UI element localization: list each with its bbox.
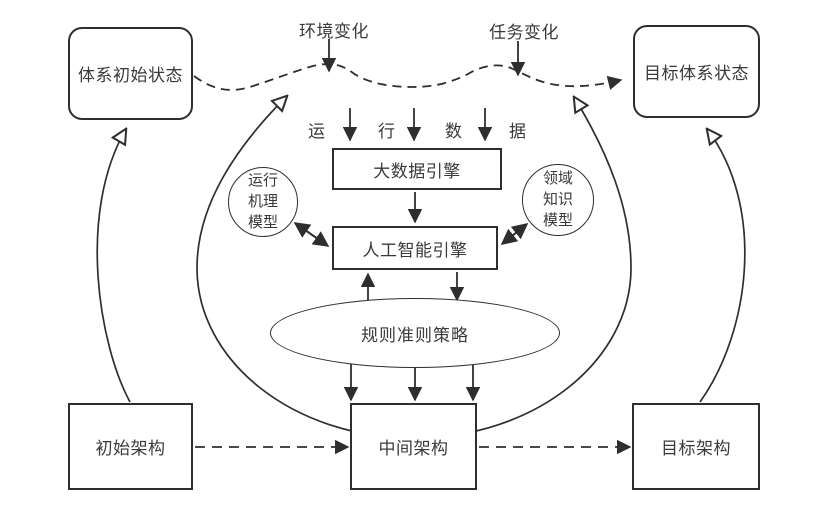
node-ai-engine: 人工智能引擎 (332, 226, 498, 270)
node-domain-model: 领域 知识 模型 (522, 164, 594, 236)
big-data-engine-label: 大数据引擎 (373, 161, 461, 181)
run-data-char-3: 数 (445, 122, 462, 141)
task-change-label: 任务变化 (489, 23, 559, 42)
initial-architecture-label: 初始架构 (95, 439, 166, 458)
node-target-state: 目标体系状态 (633, 25, 760, 118)
middle-architecture-label: 中间架构 (378, 439, 449, 458)
initial-arch-to-initial-state-curve (96, 129, 131, 403)
target-architecture-label: 目标架构 (661, 439, 731, 458)
ai-engine-label: 人工智能引擎 (362, 240, 468, 260)
node-middle-architecture: 中间架构 (350, 403, 477, 490)
domain-model-line3: 模型 (542, 212, 573, 229)
mechanism-model-line3: 模型 (247, 214, 278, 231)
node-mechanism-model: 运行 机理 模型 (228, 167, 298, 237)
run-data-char-1: 运 (308, 122, 325, 141)
domain-model-line2: 知识 (542, 191, 573, 208)
mechanism-ai-double-arrow (293, 222, 330, 247)
initial-state-label: 体系初始状态 (78, 66, 183, 85)
run-data-char-4: 据 (509, 122, 526, 141)
node-big-data-engine: 大数据引擎 (332, 148, 502, 190)
env-change-label: 环境变化 (299, 22, 369, 41)
target-state-label: 目标体系状态 (644, 64, 749, 83)
domain-model-line1: 领域 (542, 170, 573, 187)
wavy-boundary-dashed-line (193, 63, 623, 91)
node-target-architecture: 目标架构 (632, 403, 760, 490)
run-data-char-2: 行 (378, 122, 395, 141)
node-rules-strategy: 规则准则策略 (270, 298, 560, 368)
node-initial-architecture: 初始架构 (68, 403, 193, 490)
mechanism-model-line1: 运行 (247, 172, 278, 189)
domain-ai-double-arrow (500, 223, 529, 245)
target-arch-to-target-state-curve (699, 129, 746, 403)
mechanism-model-line2: 机理 (247, 193, 278, 210)
node-initial-state: 体系初始状态 (68, 27, 193, 120)
rules-strategy-label: 规则准则策略 (361, 325, 469, 345)
